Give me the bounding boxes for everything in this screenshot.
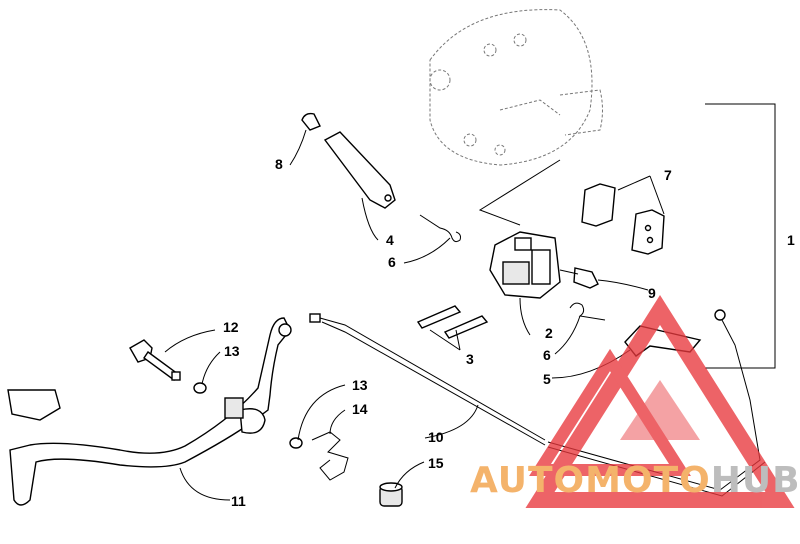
leader-13a [201, 351, 221, 385]
callout-2: 2 [545, 325, 553, 341]
callout-1: 1 [787, 232, 795, 248]
leader-13b [297, 384, 346, 441]
leader-4 [361, 197, 379, 241]
watermark-text-part2: HUB [710, 460, 800, 501]
callout-9: 9 [648, 285, 656, 301]
bracket-line-1 [705, 103, 776, 369]
part-caliper [489, 231, 561, 299]
part-brake-pads [581, 183, 665, 255]
part-pin-upper [416, 305, 462, 329]
leader-15 [394, 461, 425, 489]
callout-13-right: 13 [352, 377, 368, 393]
part-pivot-bolt [129, 339, 181, 381]
part-lever-arm [301, 112, 396, 209]
callout-11: 11 [231, 493, 246, 509]
callout-12: 12 [223, 319, 239, 335]
leader-7 [617, 175, 665, 215]
callout-6-lower: 6 [543, 347, 551, 363]
callout-10: 10 [428, 429, 444, 445]
part-clip-14 [311, 431, 349, 481]
part-bolt-9 [559, 267, 599, 289]
callout-13-left: 13 [224, 343, 240, 359]
callout-4: 4 [386, 232, 394, 248]
part-bushing-15 [379, 482, 403, 507]
part-spring-upper [419, 214, 461, 243]
callout-7: 7 [664, 167, 672, 183]
callout-15: 15 [428, 455, 444, 471]
indicator-line [478, 159, 561, 226]
leader-11 [179, 467, 231, 501]
watermark-brand-text: AUTOMOTOHUB [470, 460, 800, 501]
leader-9 [597, 279, 649, 291]
callout-3: 3 [466, 351, 474, 367]
leader-10 [424, 404, 479, 439]
part-pin-lower [443, 315, 489, 339]
leader-12 [164, 329, 216, 353]
callout-8: 8 [275, 156, 283, 172]
leader-8 [289, 129, 307, 166]
leader-2 [519, 297, 531, 336]
callout-14: 14 [352, 401, 368, 417]
part-spring-lower [569, 302, 606, 321]
callout-5: 5 [543, 371, 551, 387]
leader-14 [329, 409, 346, 435]
watermark-logo [525, 295, 795, 508]
part-brake-pedal [7, 317, 292, 506]
part-washer-13a [193, 382, 207, 394]
watermark-text-part1: AUTOMOTO [470, 460, 711, 501]
brake-disc-drawing [429, 9, 603, 166]
callout-6-upper: 6 [388, 254, 396, 270]
leader-6b [554, 315, 581, 355]
leader-3 [429, 329, 461, 351]
leader-6a [403, 237, 451, 264]
part-washer-13b [289, 437, 303, 449]
